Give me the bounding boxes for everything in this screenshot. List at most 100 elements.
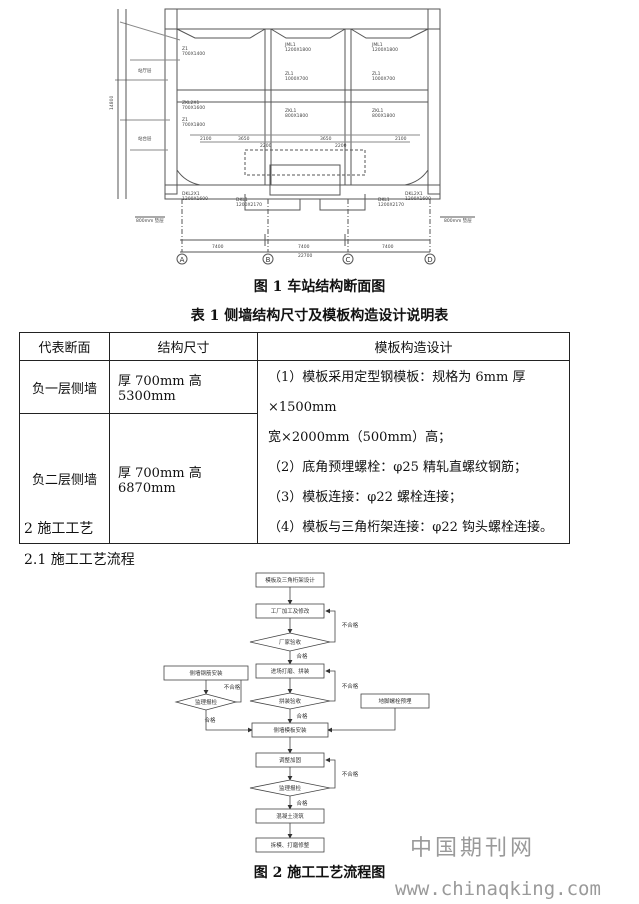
flow-label: 拼装验收 — [279, 697, 302, 705]
axis-label: C — [346, 256, 351, 264]
dim-label: 3650 — [238, 136, 250, 142]
flow-fail: 不合格 — [342, 770, 359, 778]
axis-label: B — [266, 256, 271, 264]
flow-decision — [249, 779, 331, 797]
dim-label: 2100 — [395, 136, 407, 142]
design-line: （1）模板采用定型钢模板：规格为 6mm 厚×1500mm — [268, 370, 526, 415]
section-heading: 2 施工工艺 — [24, 521, 94, 537]
flow-label: 侧墙钢筋安装 — [189, 669, 223, 677]
axis-bubble-b — [262, 253, 274, 265]
ground-label: 800mm 垫层 — [444, 217, 472, 224]
flow-label: 混凝土浇筑 — [276, 812, 304, 820]
axis-bubble-c — [342, 253, 354, 265]
spec-table: 代表断面 结构尺寸 模板构造设计 负一层侧墙 厚 700mm 高 5300mm … — [19, 332, 570, 544]
axis-bubble-d — [424, 253, 436, 265]
flow-label: 拆模、打磨修整 — [271, 841, 310, 849]
figure2-caption: 图 2 施工工艺流程图 — [253, 865, 386, 881]
table-row: 负一层侧墙 厚 700mm 高 5300mm （1）模板采用定型钢模板：规格为 … — [19, 359, 570, 544]
flow-ok: 合格 — [296, 652, 308, 660]
flow-node — [255, 663, 325, 679]
table-header-cell: 模板构造设计 — [257, 332, 570, 361]
flow-ok: 合格 — [204, 716, 216, 724]
figure1-caption: 图 1 车站结构断面图 — [253, 279, 386, 295]
room-label: 站厅层 — [138, 67, 152, 74]
flow-label: 进场打磨、拼装 — [271, 667, 310, 675]
flow-label: 调整加固 — [279, 756, 302, 764]
dim-label: 3650 — [320, 136, 332, 142]
flow-label: 侧墙模板安装 — [273, 726, 307, 734]
dim-label: 7400 — [382, 244, 394, 250]
dim-label: 14800 — [109, 96, 115, 110]
flow-label: 厂家验收 — [279, 638, 302, 646]
table-cell-size: 厚 700mm 高 6870mm — [109, 413, 258, 544]
flow-node — [255, 808, 325, 824]
flow-node — [255, 837, 325, 853]
design-line: （3）模板连接：φ22 螺栓连接； — [268, 490, 463, 505]
dim-label: 2200 — [260, 143, 272, 149]
watermark-cn: 中国期刊网 — [410, 836, 536, 861]
design-line: 宽×2000mm（500mm）高； — [268, 430, 452, 445]
flow-node — [255, 752, 325, 768]
flow-fail: 不合格 — [342, 682, 359, 690]
table1-title: 表 1 侧墙结构尺寸及模板构造设计说明表 — [190, 308, 449, 324]
flow-decision-left — [174, 693, 238, 711]
flow-ok: 合格 — [296, 799, 308, 807]
table-cell-section: 负一层侧墙 — [19, 359, 110, 415]
dim-label: 7400 — [298, 244, 310, 250]
room-label: 站台层 — [138, 135, 152, 142]
flow-fail: 不合格 — [224, 683, 241, 691]
watermark-url: www.chinaqking.com — [395, 878, 601, 900]
flow-shapes — [163, 572, 430, 853]
axis-bubble-a — [176, 253, 188, 265]
section-subheading: 2.1 施工工艺流程 — [24, 552, 135, 568]
dim-label: 2200 — [335, 143, 347, 149]
table-row: 负二层侧墙 厚 700mm 高 6870mm — [19, 413, 570, 544]
axis-label: A — [180, 256, 185, 264]
flow-labels: 模板及三角桁架设计 工厂加工及修改 厂家验收 进场打磨、拼装 拼装验收 侧墙模板… — [189, 576, 412, 849]
flow-label: 监理报检 — [195, 698, 218, 706]
table-header-row: 代表断面 结构尺寸 模板构造设计 — [19, 332, 570, 361]
flow-ok: 合格 — [296, 712, 308, 720]
axis-label: D — [427, 256, 432, 264]
table-cell-size: 厚 700mm 高 5300mm — [109, 359, 258, 415]
flow-label: 工厂加工及修改 — [271, 607, 310, 615]
flow-node — [255, 572, 325, 588]
flow-node-right — [360, 693, 430, 709]
table-header-cell: 结构尺寸 — [109, 332, 258, 361]
flow-decision — [249, 692, 331, 710]
flow-fail: 不合格 — [342, 621, 359, 629]
design-line: （4）模板与三角桁架连接：φ22 钩头螺栓连接。 — [268, 520, 554, 535]
drawing-lines — [115, 8, 475, 253]
flow-label: 地脚螺栓预埋 — [378, 697, 412, 705]
dim-label: 2100 — [200, 136, 212, 142]
table-cell-section: 负二层侧墙 — [19, 413, 110, 544]
dim-total: 22700 — [298, 253, 312, 259]
axis-bubbles: A B C D — [176, 253, 436, 265]
flow-connectors — [203, 587, 396, 839]
ground-label: 800mm 垫层 — [136, 217, 164, 224]
flow-label: 监理报检 — [279, 784, 302, 792]
table-cell-design: （1）模板采用定型钢模板：规格为 6mm 厚×1500mm 宽×2000mm（5… — [257, 360, 570, 544]
flow-label: 模板及三角桁架设计 — [265, 576, 315, 584]
flow-decision — [249, 632, 331, 652]
dim-label: 7400 — [212, 244, 224, 250]
flow-node — [255, 603, 325, 619]
design-line: （2）底角预埋螺栓：φ25 精轧直螺纹钢筋； — [268, 460, 528, 475]
flow-node-left — [163, 665, 249, 681]
